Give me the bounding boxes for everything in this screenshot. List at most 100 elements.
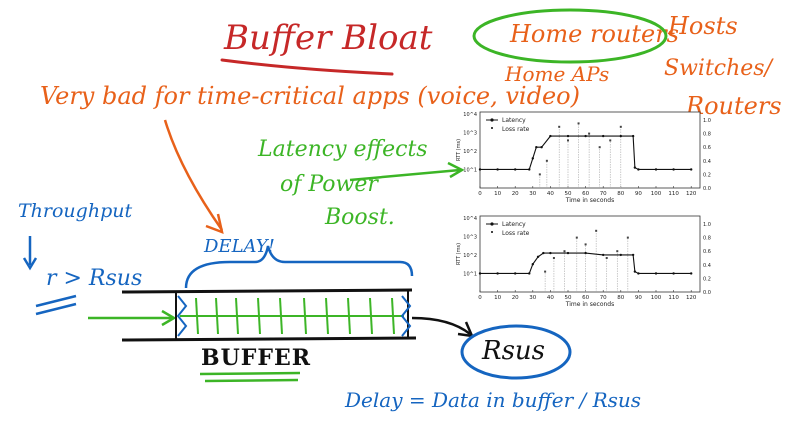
x-axis-label: Time in seconds (565, 197, 615, 204)
x-axis-label: Time in seconds (565, 301, 615, 308)
loss-point (558, 125, 561, 128)
y-tick-label: 10^3 (463, 234, 477, 240)
latency-series (480, 252, 692, 275)
latency-point (619, 134, 622, 138)
y2-tick-label: 0.8 (703, 132, 711, 138)
legend-loss-label: Loss rate (502, 230, 530, 237)
loss-point (567, 139, 569, 142)
y2-tick-label: 1.0 (703, 222, 711, 228)
legend-latency-label: Latency (502, 117, 526, 124)
latency-point (672, 168, 675, 171)
y-tick-label: 10^2 (463, 149, 477, 155)
latency-point (540, 146, 543, 149)
latency-point (654, 168, 658, 171)
latency-point (631, 134, 635, 138)
x-tick-label: 20 (512, 295, 519, 301)
x-tick-label: 110 (668, 191, 679, 197)
subtitle-note: Very bad for time-critical apps (voice, … (40, 82, 580, 110)
x-tick-label: 0 (478, 191, 482, 197)
latency-point (637, 272, 640, 275)
x-tick-label: 90 (635, 295, 642, 301)
x-tick-label: 40 (547, 191, 554, 197)
x-tick-label: 30 (529, 191, 536, 197)
latency-point (478, 168, 482, 171)
latency-point (528, 272, 531, 275)
y-tick-label: 10^1 (463, 271, 477, 277)
page-title: Buffer Bloat (224, 18, 433, 58)
legend-loss-marker (491, 127, 493, 129)
highlight-ellipse (472, 8, 668, 64)
latency-point (549, 251, 552, 255)
legend-latency-marker (490, 118, 494, 122)
legend-loss-label: Loss rate (502, 126, 530, 133)
delay-formula: Delay = Data in buffer / Rsus (345, 388, 642, 412)
legend-latency-label: Latency (502, 221, 526, 228)
y-tick-label: 10^4 (463, 216, 477, 222)
y2-tick-label: 0.2 (703, 276, 711, 282)
y-axis-label: RTT (ms) (456, 139, 462, 161)
list-item: Home APs (505, 62, 610, 86)
x-tick-label: 50 (565, 191, 572, 197)
delay-label: DELAY! (204, 236, 275, 257)
latency-point (531, 157, 534, 160)
legend-loss-marker (491, 231, 493, 233)
latency-point (514, 272, 517, 275)
y2-tick-label: 0.6 (703, 249, 711, 255)
latency-note-line1: Latency effects (258, 137, 428, 162)
latency-point (584, 134, 587, 138)
x-tick-label: 50 (565, 295, 572, 301)
latency-point (535, 146, 538, 149)
y-tick-label: 10^1 (463, 167, 477, 173)
x-tick-label: 40 (547, 295, 554, 301)
loss-point (538, 173, 541, 176)
y2-tick-label: 0.0 (703, 186, 711, 192)
latency-point (496, 168, 499, 171)
x-tick-label: 90 (635, 191, 642, 197)
y-tick-label: 10^4 (463, 112, 477, 118)
y2-tick-label: 0.8 (703, 236, 711, 242)
legend-latency-marker (490, 222, 494, 226)
latency-point (633, 270, 637, 273)
y-axis-label: RTT (ms) (456, 243, 462, 265)
latency-point (602, 134, 605, 138)
y2-tick-label: 0.0 (703, 290, 711, 296)
latency-point (631, 253, 635, 257)
latency-point (531, 262, 534, 266)
x-tick-label: 70 (600, 295, 607, 301)
list-item: Switches/ (664, 56, 772, 81)
loss-point (552, 257, 555, 259)
y-tick-label: 10^2 (463, 253, 477, 259)
loss-point (598, 146, 601, 149)
list-item: Routers (686, 92, 782, 120)
latency-point (496, 272, 499, 275)
loss-point (577, 122, 580, 125)
rsus-label: Rsus (482, 336, 546, 366)
loss-point (584, 243, 587, 246)
latency-point (637, 168, 640, 171)
x-tick-label: 100 (651, 191, 662, 197)
loss-point (609, 139, 612, 142)
x-tick-label: 100 (651, 295, 662, 301)
latency-series (480, 135, 692, 171)
x-tick-label: 80 (617, 295, 624, 301)
y-tick-label: 10^3 (463, 130, 477, 136)
y2-tick-label: 1.0 (703, 118, 711, 124)
loss-point (588, 132, 591, 135)
loss-point (626, 236, 629, 239)
latency-point (549, 134, 552, 138)
throughput-label: Throughput (18, 200, 133, 222)
buffer-label: BUFFER (201, 345, 312, 371)
latency-point (542, 251, 545, 255)
x-tick-label: 120 (686, 191, 697, 197)
x-tick-label: 20 (512, 191, 519, 197)
latency-point (672, 272, 675, 275)
y2-tick-label: 0.4 (703, 159, 711, 165)
y2-tick-label: 0.2 (703, 172, 711, 178)
x-tick-label: 0 (478, 295, 482, 301)
loss-point (544, 270, 547, 273)
latency-point (690, 168, 693, 171)
